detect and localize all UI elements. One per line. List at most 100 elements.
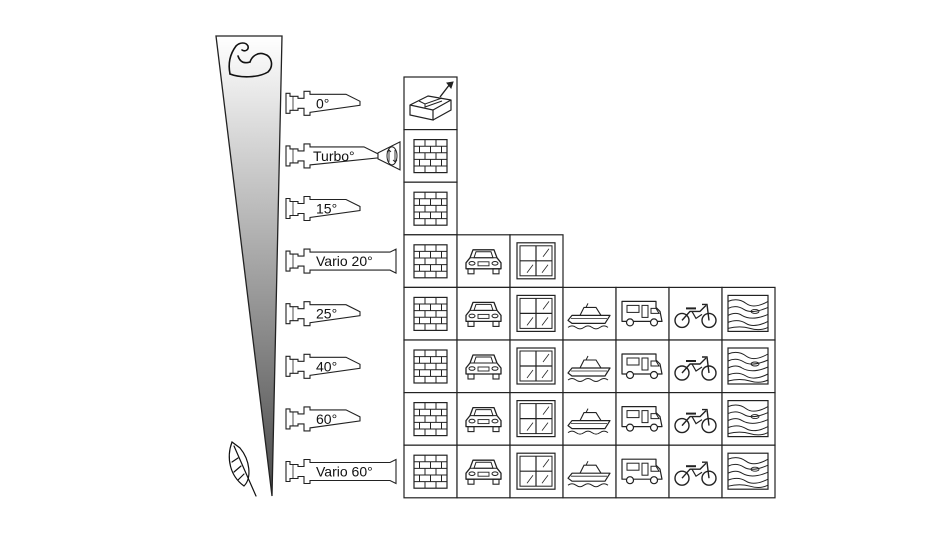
- surface-cell: [456, 286, 511, 341]
- turbo-head-icon: [377, 141, 401, 171]
- window-icon: [516, 294, 556, 332]
- surface-cell: [562, 286, 617, 341]
- brick-wall-icon: [413, 349, 448, 384]
- motorcycle-icon: [674, 303, 717, 329]
- wood-grain-icon: [727, 294, 769, 332]
- surface-cell: [509, 286, 564, 341]
- surface-cell: [403, 444, 458, 499]
- flexed-arm-icon: [228, 42, 273, 78]
- nozzle-label: Turbo°: [313, 148, 355, 164]
- cell-border: [668, 444, 723, 499]
- surface-cell: [668, 392, 723, 446]
- window-icon: [516, 400, 556, 438]
- camper-van-icon: [621, 353, 663, 380]
- nozzle-7: Vario 60°: [285, 458, 397, 485]
- car-icon: [465, 354, 502, 380]
- surface-cell: [403, 392, 458, 446]
- cell-border: [456, 286, 511, 341]
- pressure-wedge: [215, 35, 283, 497]
- camper-van-icon: [621, 406, 663, 432]
- surface-cell: [668, 286, 723, 341]
- window-icon: [516, 347, 556, 385]
- cell-border: [668, 392, 723, 446]
- car-icon: [465, 406, 502, 433]
- car-icon: [465, 459, 502, 485]
- nozzle-label: Vario 60°: [316, 464, 373, 480]
- boat-icon: [567, 408, 611, 435]
- cell-border: [456, 234, 511, 289]
- feather-icon: [228, 441, 257, 497]
- surface-cell: [509, 234, 564, 289]
- surface-cell: [403, 129, 458, 183]
- surface-cell: [721, 392, 776, 446]
- surface-cell: [456, 392, 511, 446]
- nozzle-0: 0°: [285, 90, 361, 116]
- cell-border: [403, 129, 458, 183]
- boat-icon: [567, 355, 611, 382]
- surface-cell: [509, 339, 564, 394]
- surface-cell: [403, 181, 458, 236]
- nozzle-body: [285, 90, 361, 116]
- nozzle-label: 60°: [316, 411, 337, 427]
- surface-cell: [615, 339, 670, 394]
- cell-border: [403, 181, 458, 236]
- boat-icon: [567, 460, 611, 488]
- surface-cell: [668, 339, 723, 394]
- surface-cell: [562, 339, 617, 394]
- nozzle-label: 15°: [316, 201, 337, 217]
- surface-cell: [509, 444, 564, 499]
- nozzle-4: 25°: [285, 301, 361, 327]
- cell-border: [403, 339, 458, 394]
- nozzle-label: Vario 20°: [316, 253, 373, 269]
- nozzle-label: 40°: [316, 358, 337, 374]
- cell-border: [403, 444, 458, 499]
- nozzle-2: 15°: [285, 195, 361, 222]
- motorcycle-icon: [674, 356, 717, 381]
- nozzle-body: [285, 248, 397, 274]
- nozzle-1: Turbo°: [285, 141, 401, 171]
- window-icon: [516, 242, 556, 280]
- wood-grain-icon: [727, 400, 769, 438]
- surface-cell: [721, 339, 776, 394]
- cell-border: [456, 392, 511, 446]
- surface-cell: [615, 444, 670, 499]
- surface-cell: [456, 234, 511, 289]
- cell-border: [456, 444, 511, 499]
- motorcycle-icon: [674, 408, 717, 434]
- nozzle-list: 0° Turbo° 15° Vario 20° 25° 40° 60° Vario 60°: [285, 90, 401, 485]
- nozzle-body: [285, 301, 361, 327]
- surface-cell: [721, 444, 776, 499]
- nozzle-label: 0°: [316, 95, 329, 111]
- cell-border: [403, 392, 458, 446]
- surface-cell: [721, 286, 776, 341]
- camper-van-icon: [621, 300, 663, 327]
- cell-border: [456, 339, 511, 394]
- nozzle-5: 40°: [285, 353, 361, 379]
- nozzle-body: [285, 195, 361, 222]
- surface-cell: [456, 339, 511, 394]
- cell-border: [668, 286, 723, 341]
- cell-border: [562, 392, 617, 446]
- surface-cell: [615, 286, 670, 341]
- nozzle-3: Vario 20°: [285, 248, 397, 274]
- surface-cell: [403, 76, 458, 131]
- pressure-scale: [215, 35, 283, 497]
- wood-grain-icon: [727, 347, 769, 385]
- cell-border: [562, 286, 617, 341]
- brick-wall-icon: [413, 139, 448, 174]
- surface-cell: [403, 286, 458, 341]
- motorcycle-icon: [674, 461, 717, 486]
- cell-border: [562, 444, 617, 499]
- nozzle-body: [285, 458, 397, 485]
- nozzle-body: [285, 406, 361, 432]
- wood-grain-icon: [727, 452, 769, 490]
- cell-border: [403, 286, 458, 341]
- brick-wall-icon: [413, 191, 448, 226]
- camper-van-icon: [621, 458, 663, 485]
- brick-wall-icon: [413, 244, 448, 279]
- car-icon: [465, 249, 502, 275]
- surface-cell: [615, 392, 670, 446]
- brick-wall-icon: [413, 296, 448, 331]
- surface-cell: [403, 234, 458, 289]
